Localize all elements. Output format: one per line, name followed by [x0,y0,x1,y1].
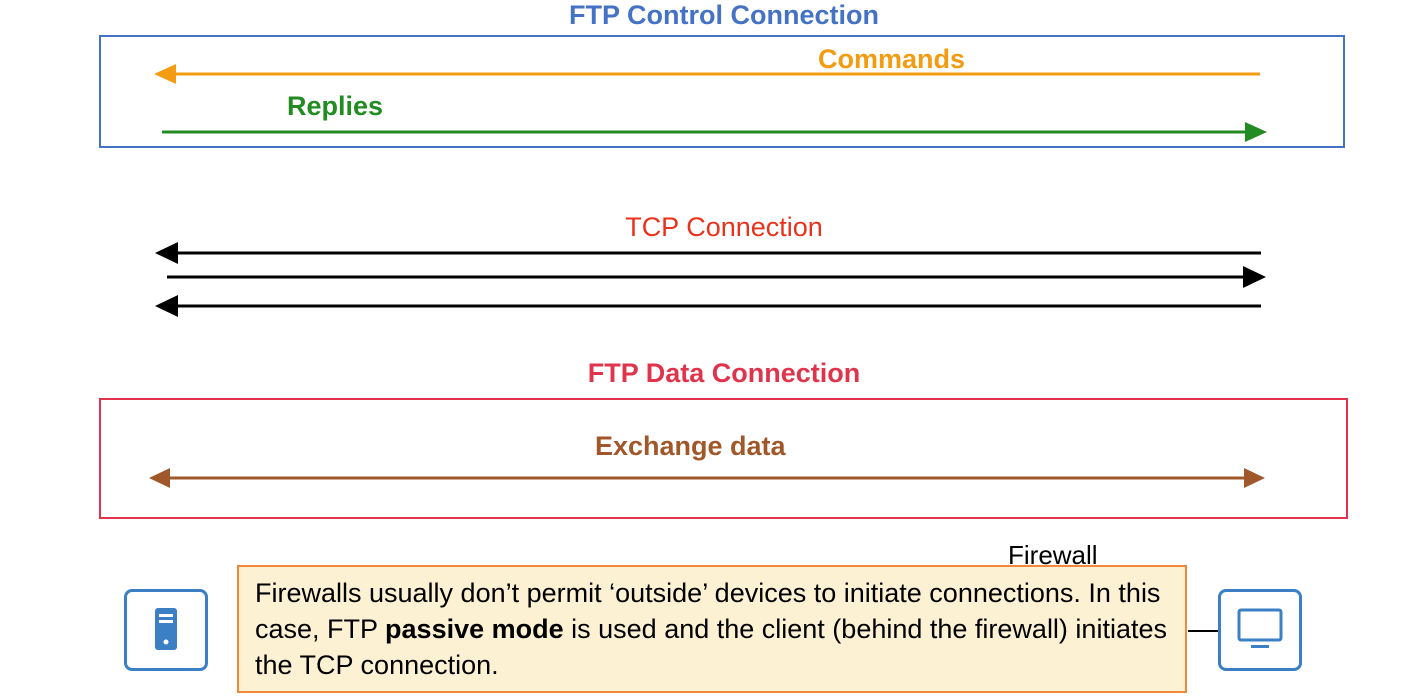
tcp-connection-title: TCP Connection [625,212,823,242]
commands-arrow [154,64,1260,84]
note-text-bold: passive mode [385,614,564,644]
pc-icon [1237,608,1283,648]
replies-arrow [162,122,1267,142]
tcp-syn-arrow [155,242,1261,264]
replies-label: Replies [287,91,384,121]
note-text-1: Firewalls usually don’t permit ‘outside’… [255,578,1161,644]
server-device [124,589,208,671]
exchange-data-arrow [149,468,1265,488]
control-connection-box [99,35,1345,148]
server-icon [155,608,177,650]
exchange-data-label: Exchange data [595,431,786,461]
tcp-synack-arrow [167,266,1266,288]
passive-mode-note: Firewalls usually don’t permit ‘outside’… [237,565,1187,693]
control-connection-title: FTP Control Connection [569,0,879,30]
note-text-2: is used and the client (behind the firew… [255,614,1167,680]
data-connection-box [99,398,1348,519]
tcp-ack-arrow [155,295,1261,317]
commands-label: Commands [818,44,966,74]
pc-device [1218,589,1302,671]
data-connection-title: FTP Data Connection [587,358,861,388]
